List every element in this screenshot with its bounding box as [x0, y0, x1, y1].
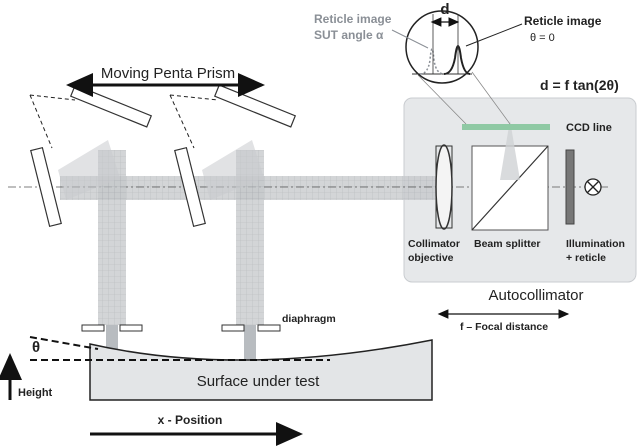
- diaphragm-label: diaphragm: [282, 313, 336, 325]
- diaphragm-right: [221, 324, 281, 332]
- theta-line-upper: [29, 336, 99, 350]
- reticle-zoom-circle: [405, 10, 479, 84]
- collimator-lens: [435, 144, 453, 230]
- ccd-line-label: CCD line: [566, 122, 612, 134]
- penta-prism-right: [169, 84, 297, 228]
- illumination-label: Illumination: [566, 238, 625, 250]
- beam-splitter: [471, 120, 549, 231]
- vertical-beam-right-lower: [244, 325, 256, 363]
- height-label: Height: [18, 387, 53, 399]
- surface-under-test: [89, 339, 433, 401]
- light-source-icon: [584, 178, 602, 196]
- collimator-label: Collimator: [408, 238, 460, 250]
- theta-label: θ: [32, 339, 40, 356]
- reticle-plate: [565, 149, 575, 225]
- diaphragm-left: [81, 324, 143, 332]
- reticle-label: + reticle: [566, 252, 606, 264]
- ccd-line: [462, 124, 550, 130]
- beam-splitter-label: Beam splitter: [474, 238, 541, 250]
- penta-prism-left: [29, 84, 153, 228]
- focal-distance-label: f – Focal distance: [460, 321, 548, 333]
- surface-under-test-label: Surface under test: [197, 373, 320, 390]
- reticle-image-zero-label: Reticle image: [524, 14, 602, 28]
- reticle-image-sut-angle: SUT angle α: [314, 28, 384, 42]
- autocollimator-label: Autocollimator: [488, 287, 583, 304]
- reticle-image-sut-label: Reticle image: [314, 12, 392, 26]
- formula: d = f tan(2θ): [540, 77, 619, 93]
- moving-penta-prism-label: Moving Penta Prism: [101, 65, 235, 82]
- d-symbol: d: [440, 1, 449, 18]
- x-position-label: x - Position: [158, 413, 223, 427]
- objective-label: objective: [408, 252, 454, 264]
- reticle-image-zero-theta: θ = 0: [530, 32, 555, 44]
